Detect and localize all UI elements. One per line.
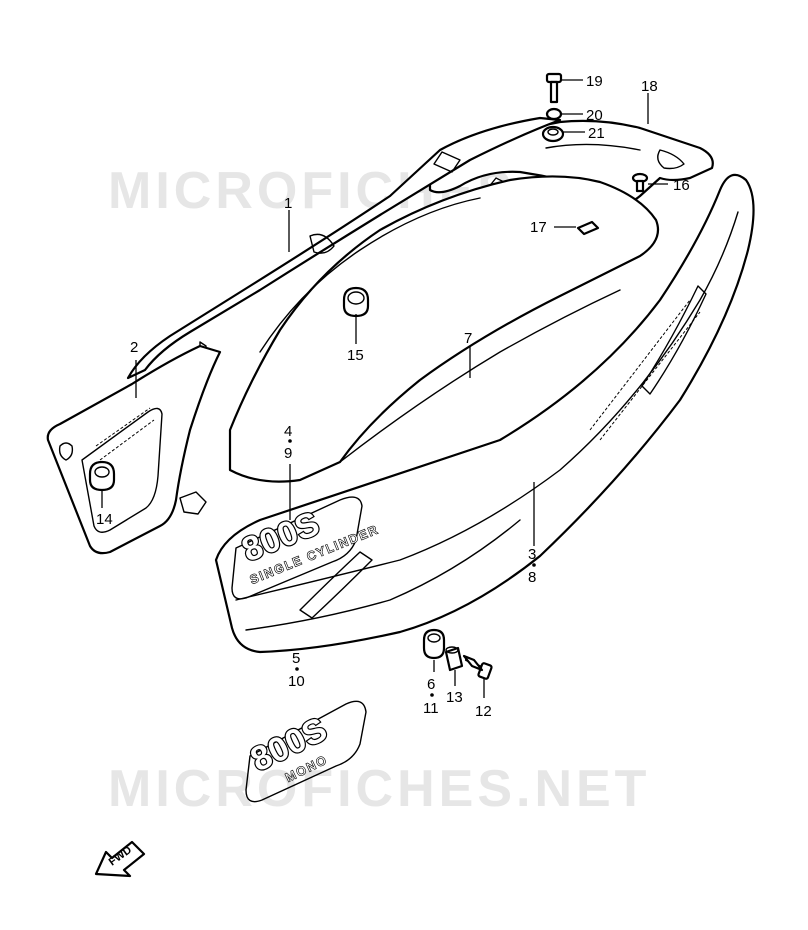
callout-2: 2 [130, 339, 138, 356]
nut-17-part[interactable] [576, 220, 600, 236]
callout-8: 8 [528, 569, 536, 586]
collar-13-part[interactable] [444, 646, 464, 672]
washer-20-part[interactable] [545, 107, 563, 121]
callout-17: 17 [530, 219, 547, 236]
callout-1: 1 [284, 195, 292, 212]
watermark-bottom: MICROFICHES.NET [108, 760, 650, 818]
callout-13: 13 [446, 689, 463, 706]
callout-7: 7 [464, 330, 472, 347]
callout-3: 3 [528, 546, 536, 563]
bolt-19-part[interactable] [545, 72, 563, 104]
callout-16: 16 [673, 177, 690, 194]
callout-9: 9 [284, 445, 292, 462]
callout-20: 20 [586, 107, 603, 124]
tail-cover-right-part[interactable] [214, 173, 755, 654]
cushion-6-part[interactable] [422, 628, 446, 660]
cushion-15-part[interactable] [342, 286, 370, 318]
screw-16-part[interactable] [631, 172, 649, 193]
callout-labels: 1 2 3 4 5 6 7 8 9 10 11 12 13 14 15 16 1… [96, 73, 690, 720]
callout-11: 11 [423, 700, 439, 717]
callout-15: 15 [347, 347, 364, 364]
cushion-21-part[interactable] [541, 125, 565, 143]
callout-12: 12 [475, 703, 492, 720]
callout-19: 19 [586, 73, 603, 90]
callout-18: 18 [641, 78, 658, 95]
callout-21: 21 [588, 125, 605, 142]
forward-direction-indicator: FWD [94, 840, 146, 878]
leader-lines [101, 79, 668, 698]
bolt-12-part[interactable] [462, 654, 493, 680]
callout-5: 5 [292, 650, 300, 667]
center-tail-body-part[interactable] [228, 175, 660, 483]
callout-6: 6 [427, 676, 435, 693]
callout-14: 14 [96, 511, 113, 528]
left-side-cover-part[interactable] [46, 344, 222, 555]
cushion-14-part[interactable] [88, 460, 116, 492]
callout-4: 4 [284, 423, 292, 440]
callout-10: 10 [288, 673, 305, 690]
